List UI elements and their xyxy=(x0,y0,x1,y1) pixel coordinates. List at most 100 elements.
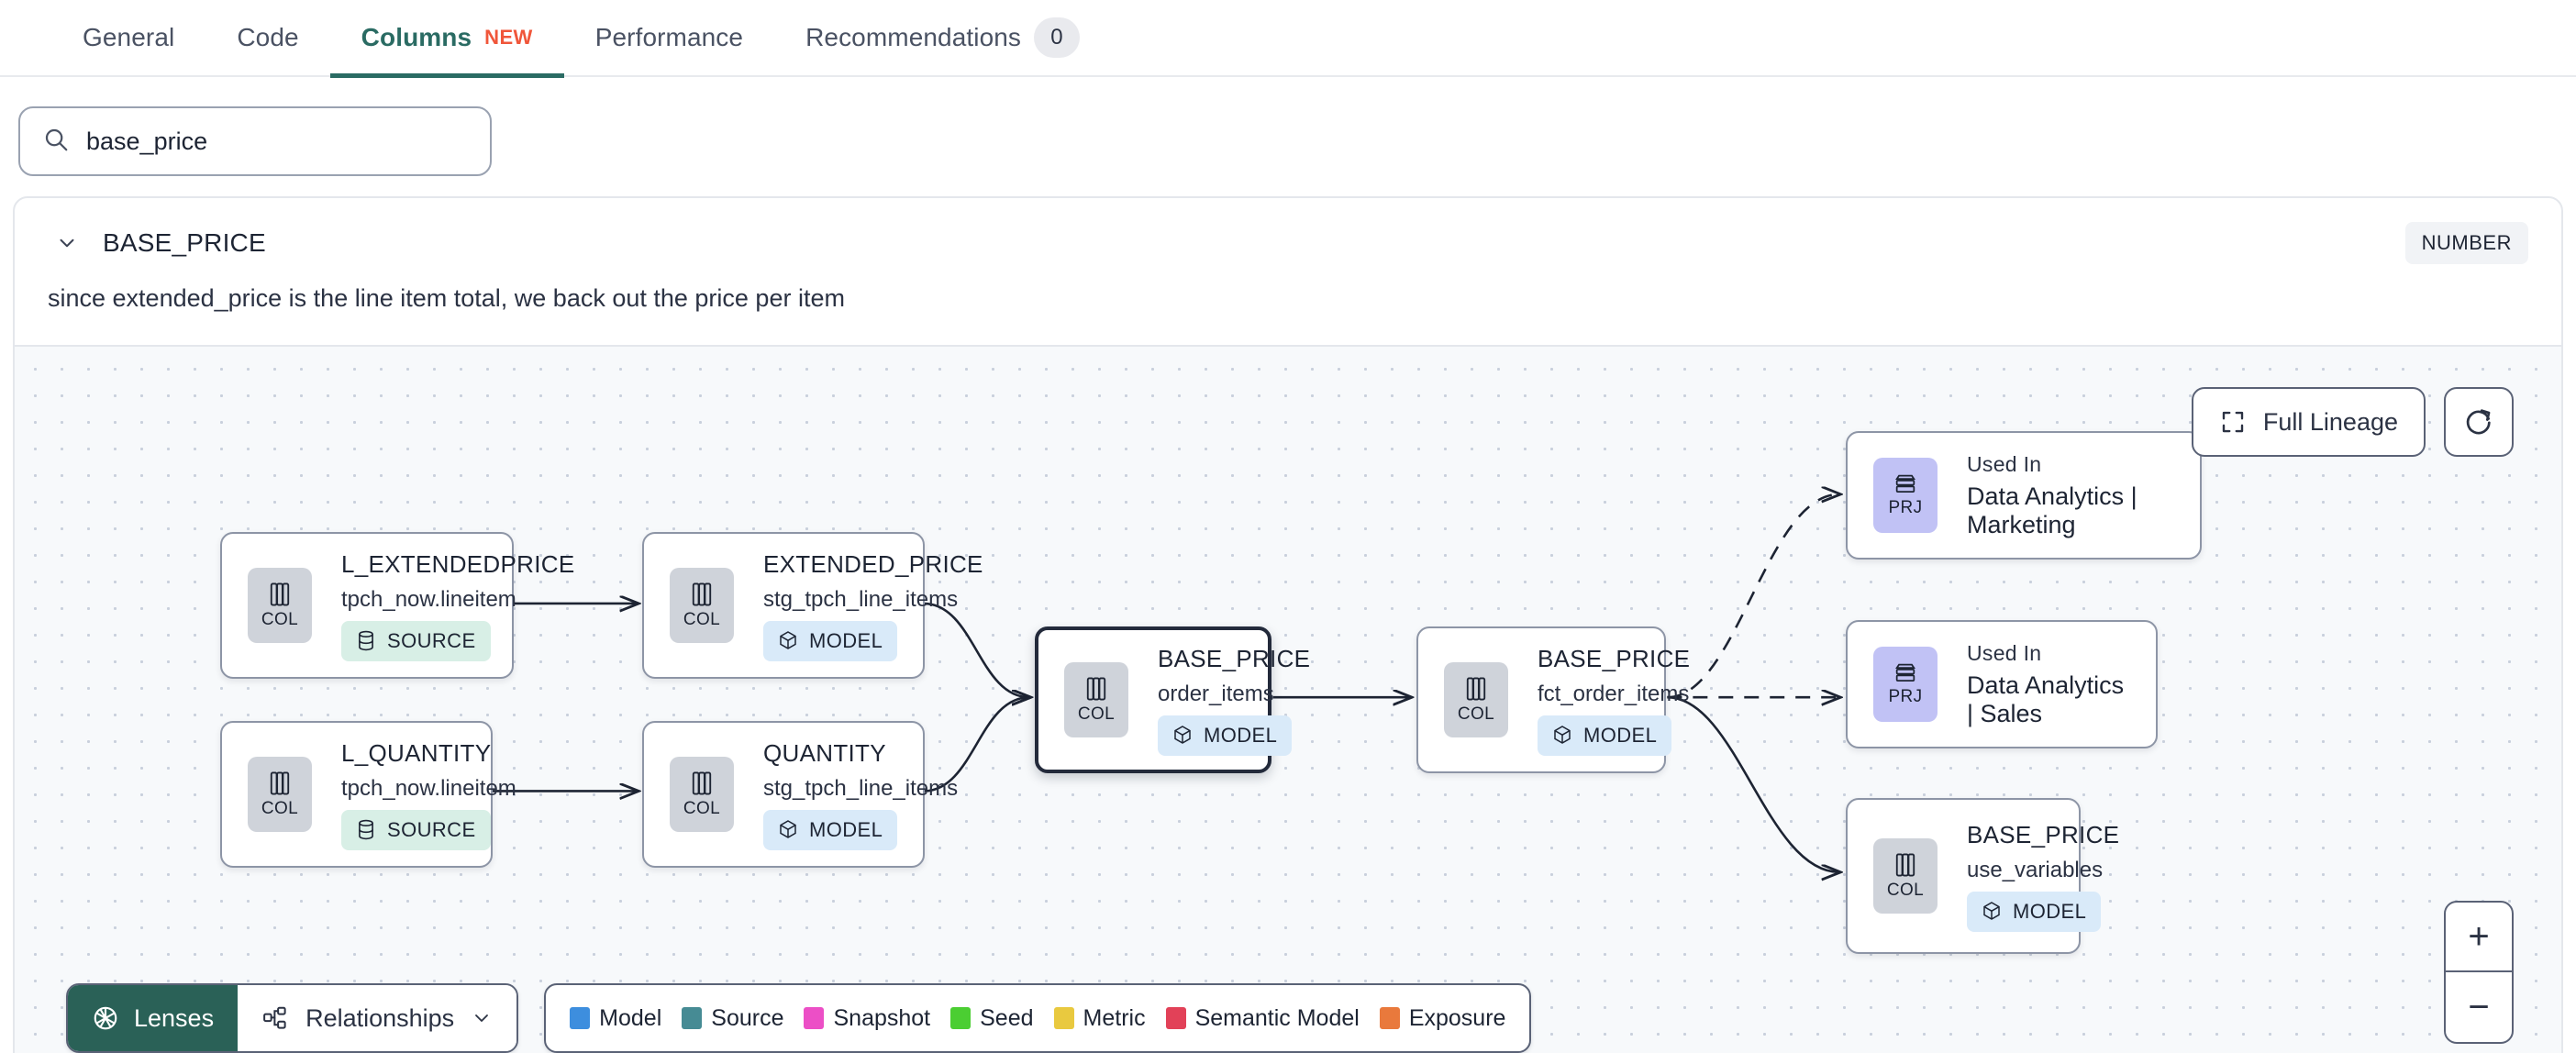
node-kind-label: PRJ xyxy=(1888,498,1923,517)
lineage-node-l-extendedprice[interactable]: COL L_EXTENDEDPRICE tpch_now.lineitem SO… xyxy=(220,532,574,679)
legend-swatch xyxy=(950,1007,972,1029)
lineage-node-base-price-fct-order-items[interactable]: COL BASE_PRICE fct_order_items MODEL xyxy=(1416,626,1690,773)
edge-solid xyxy=(1667,695,1839,872)
legend-label: Snapshot xyxy=(833,1004,931,1031)
legend-label: Model xyxy=(599,1004,662,1031)
lineage-node-base-price-order-items[interactable]: COL BASE_PRICE order_items MODEL xyxy=(1035,626,1310,773)
cube-icon xyxy=(1174,725,1191,744)
legend-item-metric: Metric xyxy=(1053,1004,1146,1032)
node-subtitle: Data Analytics | Sales xyxy=(1967,671,2125,727)
tab-bar: General Code Columns NEW Performance Rec… xyxy=(0,0,2576,78)
zoom-in-button[interactable]: + xyxy=(2446,903,2512,972)
cube-icon xyxy=(1983,901,2000,920)
legend-item-snapshot: Snapshot xyxy=(804,1005,930,1032)
legend-item-source: Source xyxy=(682,1005,783,1032)
lineage-node-quantity[interactable]: COL QUANTITY stg_tpch_line_items MODEL xyxy=(642,721,958,868)
legend-item-seed: Seed xyxy=(950,1005,1034,1032)
column-header: BASE_PRICE NUMBER xyxy=(15,198,2561,270)
node-title: L_EXTENDEDPRICE xyxy=(341,549,575,578)
zoom-out-button[interactable]: − xyxy=(2468,986,2490,1027)
node-tag-label: MODEL xyxy=(1583,723,1658,747)
relationships-label: Relationships xyxy=(305,1003,455,1032)
tab-label: Columns xyxy=(361,23,472,51)
node-body: BASE_PRICE order_items MODEL xyxy=(1134,645,1334,756)
legend-swatch xyxy=(1379,1007,1400,1029)
col-type-icon: COL xyxy=(1444,662,1508,737)
node-kind-label: COL xyxy=(1457,704,1495,724)
full-lineage-button[interactable]: Full Lineage xyxy=(2191,387,2426,457)
node-title: BASE_PRICE xyxy=(1967,820,2120,848)
refresh-icon xyxy=(2466,409,2491,435)
col-type-icon: COL xyxy=(248,757,312,832)
lineage-canvas[interactable]: COL L_EXTENDEDPRICE tpch_now.lineitem SO… xyxy=(15,345,2561,1053)
node-title: Used In xyxy=(1967,640,2042,665)
col-type-icon: COL xyxy=(1064,662,1128,737)
node-kind-label: COL xyxy=(261,799,299,818)
lineage-node-used-in-sales[interactable]: PRJ Used In Data Analytics | Sales xyxy=(1846,620,2158,748)
legend-item-semantic-model: Semantic Model xyxy=(1165,1004,1360,1032)
project-icon xyxy=(1895,663,1915,682)
lineage-node-base-price-use-variables[interactable]: COL BASE_PRICE use_variables MODEL xyxy=(1846,798,2119,954)
search-icon xyxy=(42,126,70,158)
tab-label: Recommendations xyxy=(805,23,1022,51)
lineage-node-l-quantity[interactable]: COL L_QUANTITY tpch_now.lineitem SOURCE xyxy=(220,721,516,868)
lenses-label: Lenses xyxy=(134,1003,215,1032)
cube-icon xyxy=(780,630,796,649)
node-tag: MODEL xyxy=(1967,891,2102,932)
zoom-controls: + − xyxy=(2444,901,2514,1044)
node-tag-label: MODEL xyxy=(809,628,883,652)
refresh-button[interactable] xyxy=(2444,387,2514,457)
column-description: since extended_price is the line item to… xyxy=(48,284,845,312)
node-tag-label: SOURCE xyxy=(387,628,476,652)
lenses-relationships-control: Lenses Relationships xyxy=(66,983,519,1053)
aperture-icon xyxy=(94,1006,117,1030)
legend-swatch xyxy=(804,1007,825,1029)
node-tag-label: MODEL xyxy=(1204,723,1278,747)
edge-solid xyxy=(923,697,1030,793)
lineage-node-extended-price[interactable]: COL EXTENDED_PRICE stg_tpch_line_items M… xyxy=(642,532,983,679)
node-body: L_EXTENDEDPRICE tpch_now.lineitem SOURCE xyxy=(317,550,598,661)
legend-swatch xyxy=(570,1007,591,1029)
node-subtitle: stg_tpch_line_items xyxy=(763,586,959,612)
tab-label: General xyxy=(83,23,175,51)
node-subtitle: tpch_now.lineitem xyxy=(341,586,516,612)
project-icon xyxy=(1895,474,1915,493)
column-type-badge: NUMBER xyxy=(2404,222,2528,264)
node-tag: SOURCE xyxy=(341,620,491,661)
tab-performance[interactable]: Performance xyxy=(564,0,774,76)
node-kind-label: COL xyxy=(683,610,721,629)
node-subtitle: fct_order_items xyxy=(1538,681,1690,706)
legend-label: Metric xyxy=(1083,1004,1146,1031)
canvas-top-controls: Full Lineage xyxy=(2191,387,2514,457)
node-tag: MODEL xyxy=(1538,715,1672,756)
lineage-node-used-in-marketing[interactable]: PRJ Used In Data Analytics | Marketing xyxy=(1846,431,2202,560)
node-subtitle: order_items xyxy=(1158,681,1274,706)
tab-columns[interactable]: Columns NEW xyxy=(329,0,564,78)
search-box[interactable] xyxy=(18,106,492,176)
col-type-icon: COL xyxy=(670,757,734,832)
node-type-legend: Model Source Snapshot Seed Metric xyxy=(544,983,1532,1053)
relationships-dropdown[interactable]: Relationships xyxy=(238,985,517,1051)
full-lineage-label: Full Lineage xyxy=(2262,407,2398,436)
lenses-button[interactable]: Lenses xyxy=(68,985,239,1051)
chevron-down-icon[interactable] xyxy=(48,224,86,262)
node-title: Used In xyxy=(1967,451,2042,476)
chevron-down-icon xyxy=(475,1014,489,1022)
legend-label: Semantic Model xyxy=(1194,1004,1360,1031)
search-area xyxy=(0,77,2576,196)
tab-label: Performance xyxy=(594,23,744,51)
legend-item-model: Model xyxy=(570,1005,661,1032)
tab-recommendations[interactable]: Recommendations 0 xyxy=(774,0,1111,76)
node-body: L_QUANTITY tpch_now.lineitem SOURCE xyxy=(317,739,540,850)
node-tag: MODEL xyxy=(763,620,898,661)
tab-code[interactable]: Code xyxy=(205,0,329,76)
tab-general[interactable]: General xyxy=(51,0,205,76)
search-input[interactable] xyxy=(86,127,468,156)
recommendations-count-badge: 0 xyxy=(1034,17,1081,58)
legend-swatch xyxy=(1165,1007,1186,1029)
legend-item-exposure: Exposure xyxy=(1379,1005,1505,1032)
node-body: Used In Data Analytics | Marketing xyxy=(1943,452,2200,539)
node-subtitle: use_variables xyxy=(1967,857,2104,882)
project-type-icon: PRJ xyxy=(1873,458,1938,533)
expand-icon xyxy=(2222,411,2244,433)
